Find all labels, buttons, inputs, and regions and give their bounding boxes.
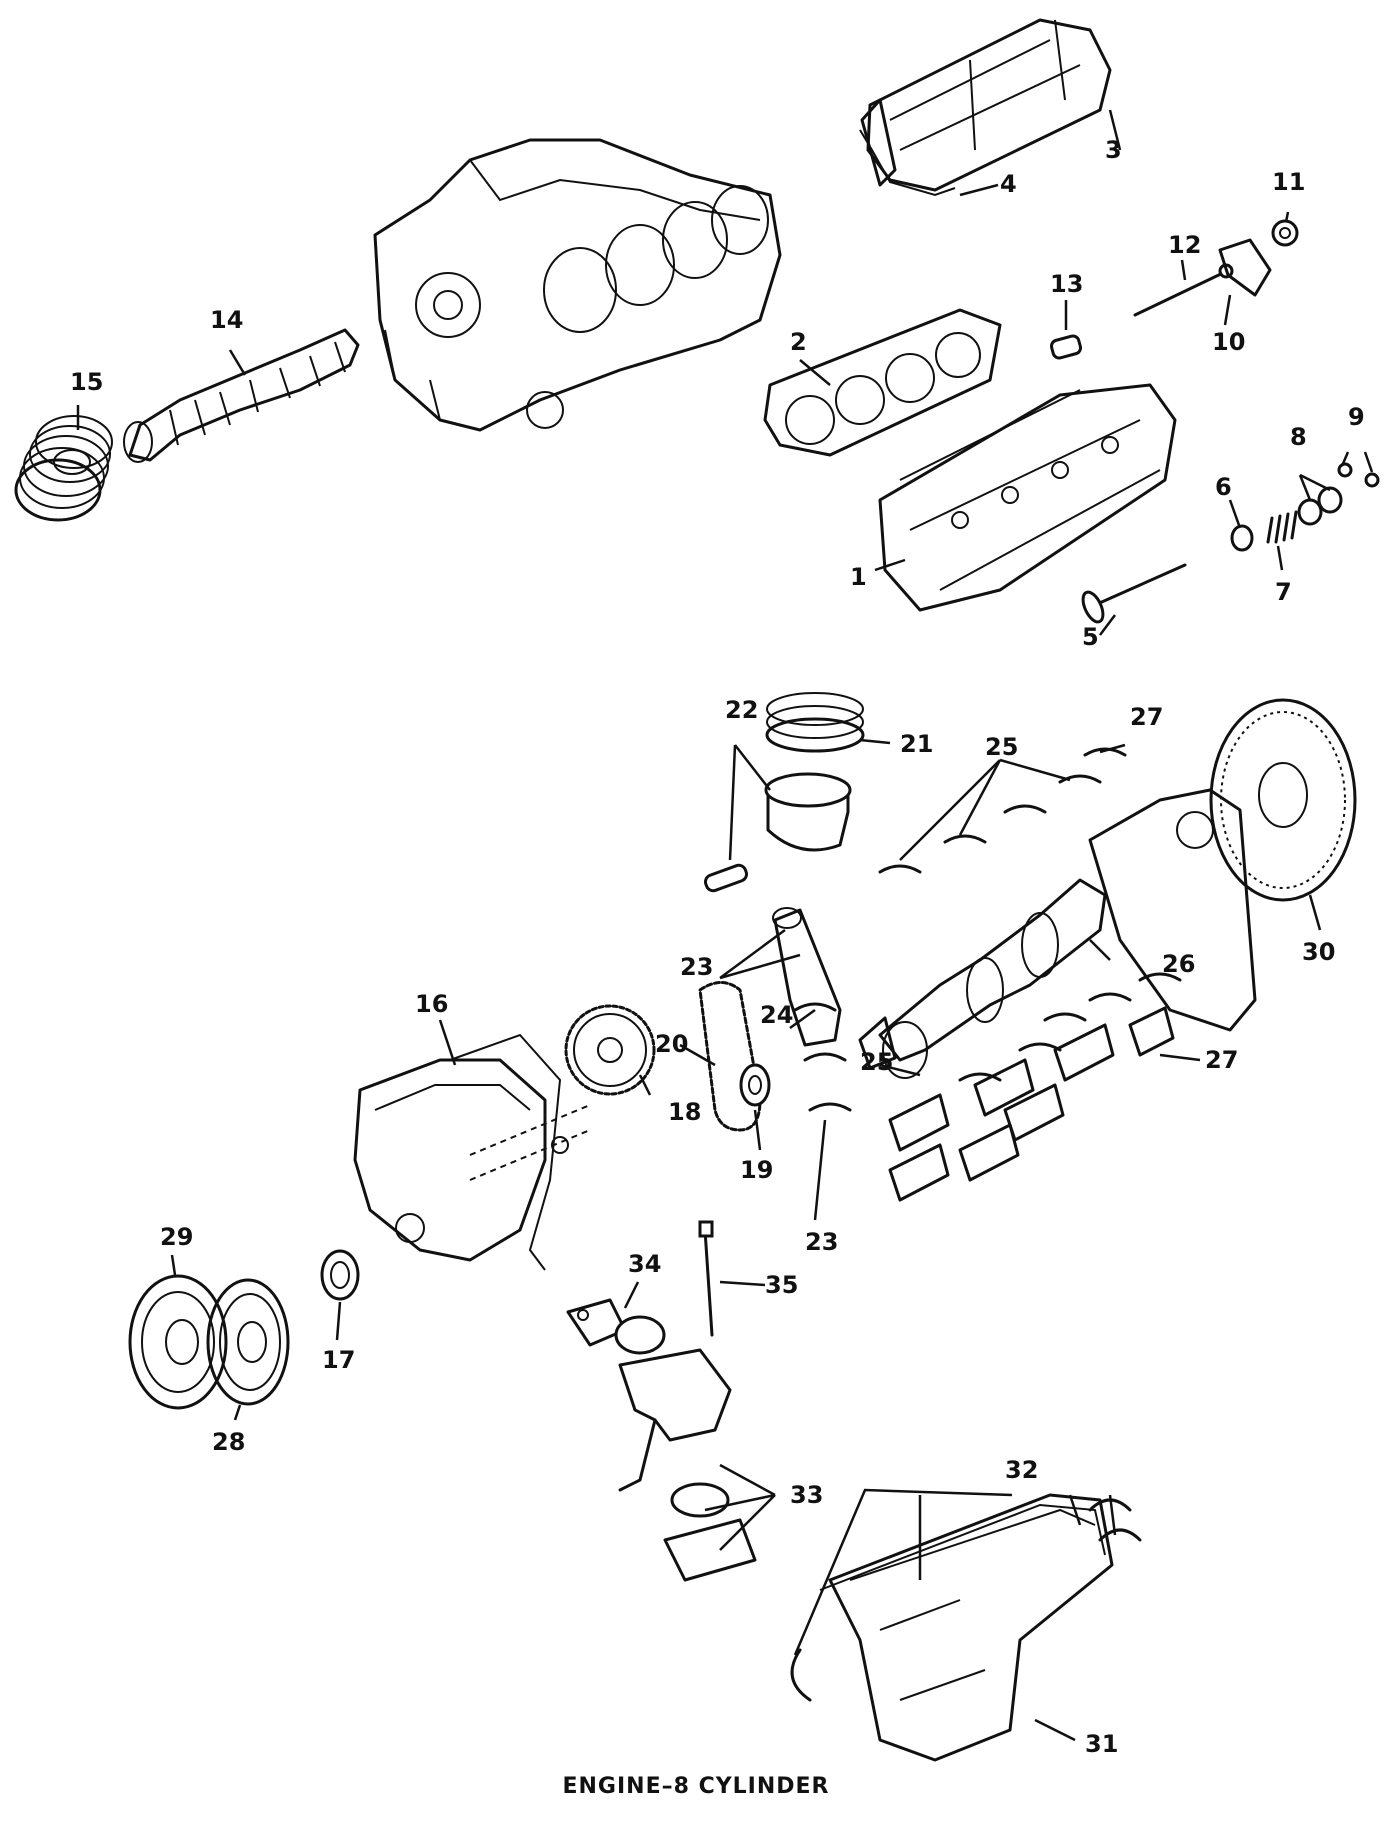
callout-27-bot: 27 [1205, 1046, 1238, 1074]
engine-block [373, 138, 782, 432]
callout-31: 31 [1085, 1730, 1118, 1758]
callout-32: 32 [1005, 1456, 1038, 1484]
crank-sprocket [739, 1063, 771, 1107]
callout-4: 4 [1000, 170, 1017, 198]
callout-5: 5 [1082, 623, 1099, 651]
leader-lines [76, 109, 1374, 1742]
oil-pan-gasket [790, 1498, 1142, 1702]
oil-pump [614, 1315, 757, 1582]
bearing-shells [793, 747, 1182, 1112]
timing-cover-gasket [449, 1033, 562, 1271]
callout-6: 6 [1215, 473, 1232, 501]
callout-26: 26 [1162, 950, 1195, 978]
main-bearing-caps [888, 1006, 1175, 1202]
callout-22: 22 [725, 696, 758, 724]
callout-30: 30 [1302, 938, 1335, 966]
callout-35: 35 [765, 1271, 798, 1299]
diagram-caption: ENGINE–8 CYLINDER [562, 1774, 830, 1799]
flywheel [1209, 698, 1357, 902]
oil-pan [828, 1493, 1114, 1762]
callouts: 3 4 11 12 13 10 14 15 2 9 8 6 7 1 5 22 2… [70, 136, 1365, 1758]
callout-14: 14 [210, 306, 243, 334]
valve-spring-7 [1266, 510, 1298, 544]
callout-3: 3 [1105, 136, 1122, 164]
valve-keepers-9 [1337, 462, 1380, 488]
timing-cover-dash-lines [469, 1104, 591, 1181]
callout-28: 28 [212, 1428, 245, 1456]
callout-13: 13 [1050, 270, 1083, 298]
cylinder-head [878, 383, 1177, 612]
spring-retainer-8 [1297, 486, 1343, 526]
callout-18: 18 [668, 1098, 701, 1126]
callout-23-top: 23 [680, 953, 713, 981]
callout-25-mid: 25 [860, 1048, 893, 1076]
camshaft [123, 328, 360, 463]
callout-12: 12 [1168, 231, 1201, 259]
callout-7: 7 [1275, 578, 1292, 606]
piston [764, 772, 852, 852]
rocker-arm-10 [1218, 238, 1272, 297]
callout-8: 8 [1290, 423, 1307, 451]
callout-21: 21 [900, 730, 933, 758]
callout-1: 1 [850, 563, 867, 591]
valve-5 [1081, 563, 1187, 624]
timing-chain [698, 981, 762, 1132]
callout-20: 20 [655, 1030, 688, 1058]
piston-pin [704, 863, 748, 893]
cam-gear-stack [14, 415, 113, 522]
callout-2: 2 [790, 328, 807, 356]
cam-sprocket [564, 1004, 656, 1096]
callout-19: 19 [740, 1156, 773, 1184]
piston-rings [765, 692, 865, 753]
callout-15: 15 [70, 368, 103, 396]
head-gasket [763, 308, 1002, 457]
callout-9: 9 [1348, 403, 1365, 431]
callout-10: 10 [1212, 328, 1245, 356]
connecting-rod [772, 907, 842, 1047]
rocker-stud-13 [1049, 334, 1083, 360]
callout-16: 16 [415, 990, 448, 1018]
callout-23-bot: 23 [805, 1228, 838, 1256]
callout-34: 34 [628, 1250, 661, 1278]
valve-seal-6 [1230, 524, 1254, 552]
callout-24: 24 [760, 1001, 793, 1029]
front-seal [320, 1249, 360, 1301]
rocker-nut-11 [1271, 219, 1299, 247]
callout-11: 11 [1272, 168, 1305, 196]
callout-25-top: 25 [985, 733, 1018, 761]
crank-pulley [206, 1278, 290, 1406]
callout-33: 33 [790, 1481, 823, 1509]
callout-17: 17 [322, 1346, 355, 1374]
callout-27-top: 27 [1130, 703, 1163, 731]
callout-29: 29 [160, 1223, 193, 1251]
crankshaft [858, 878, 1107, 1079]
valve-cover-gasket [859, 129, 956, 197]
valve-cover [860, 18, 1112, 192]
harmonic-balancer [128, 1274, 228, 1410]
oil-pump-shaft [698, 1220, 714, 1337]
timing-cover [353, 1058, 569, 1262]
